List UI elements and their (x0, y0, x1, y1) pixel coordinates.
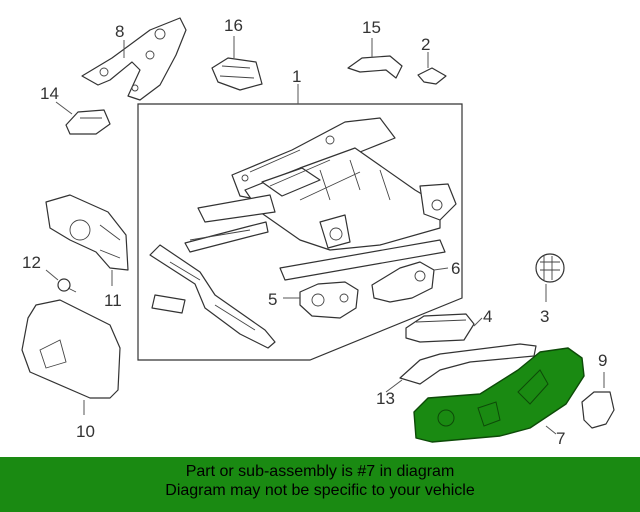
callout-8: 8 (115, 22, 124, 41)
part-1-seat-frame[interactable] (137, 103, 463, 361)
info-banner: Part or sub-assembly is #7 in diagram Di… (0, 457, 640, 512)
part-13-trim[interactable] (399, 343, 537, 385)
part-9-knob[interactable] (581, 391, 615, 429)
callout-9: 9 (598, 351, 607, 370)
banner-line-2: Diagram may not be specific to your vehi… (165, 482, 475, 499)
callout-4: 4 (483, 307, 492, 326)
callout-15: 15 (362, 18, 381, 37)
part-3-knob[interactable] (535, 253, 565, 283)
part-5-motor[interactable] (299, 281, 359, 319)
callout-5: 5 (268, 290, 277, 309)
parts-diagram: 1 8 16 15 2 14 11 (21, 16, 615, 448)
part-11-cover[interactable] (45, 194, 129, 271)
callout-7: 7 (556, 429, 565, 448)
callout-11: 11 (104, 291, 122, 310)
callout-14: 14 (40, 84, 59, 103)
callout-10: 10 (76, 422, 95, 441)
part-4-module[interactable] (405, 313, 475, 343)
part-15-bracket[interactable] (347, 55, 403, 79)
callout-3: 3 (540, 307, 549, 326)
callout-12: 12 (22, 253, 41, 272)
part-6-motor[interactable] (371, 261, 435, 303)
callout-16: 16 (224, 16, 243, 35)
part-10-cover[interactable] (21, 299, 121, 399)
callout-13: 13 (376, 389, 395, 408)
part-14-clip[interactable] (65, 109, 111, 135)
banner-line-1: Part or sub-assembly is #7 in diagram (185, 463, 455, 480)
callout-1: 1 (292, 67, 301, 86)
part-7-side-panel[interactable] (413, 347, 585, 443)
part-12-screw[interactable] (57, 278, 77, 293)
callout-2: 2 (421, 35, 430, 54)
callout-6: 6 (451, 259, 460, 278)
part-2-clip[interactable] (417, 67, 447, 85)
part-16-clip[interactable] (211, 57, 263, 91)
part-8-bracket[interactable] (81, 17, 187, 101)
